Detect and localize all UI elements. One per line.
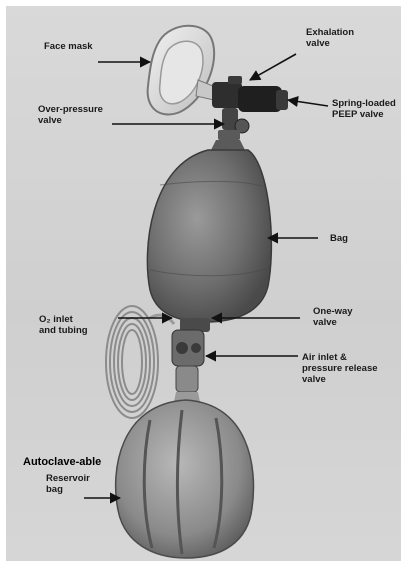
label-bag: Bag [330, 233, 348, 244]
label-one-way-valve: One-way valve [313, 306, 353, 328]
label-exhalation-valve: Exhalation valve [306, 27, 354, 49]
label-autoclavable: Autoclave-able [23, 457, 101, 468]
label-face-mask: Face mask [44, 41, 93, 52]
face-mask-shape [148, 26, 218, 115]
arrow-exhalation [250, 54, 296, 80]
label-o2-inlet: O₂ inlet and tubing [39, 314, 88, 336]
bag-shape [147, 150, 271, 322]
valve-assembly-shape [212, 76, 288, 140]
label-air-inlet: Air inlet & pressure release valve [302, 352, 378, 385]
label-reservoir-bag: Reservoir bag [46, 473, 90, 495]
lower-valve-shape [172, 318, 210, 392]
label-over-pressure-valve: Over-pressure valve [38, 104, 103, 126]
arrow-peep [288, 100, 328, 106]
label-peep-valve: Spring-loaded PEEP valve [332, 98, 396, 120]
oxygen-tubing-coil [106, 306, 174, 418]
